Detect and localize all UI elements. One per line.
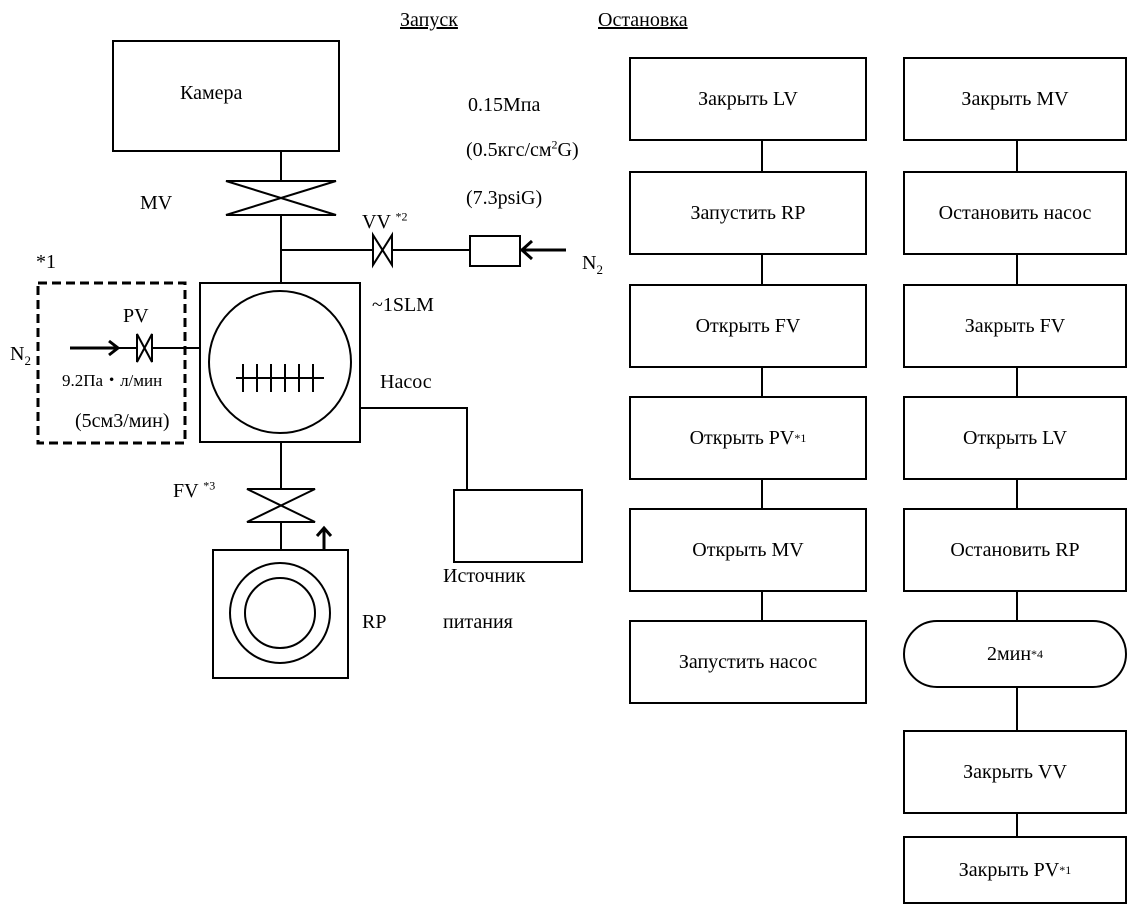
stop-step-8: Закрыть PV *1: [903, 836, 1127, 904]
stop-step-2: Остановить насос: [903, 171, 1127, 255]
pv-label: PV: [123, 305, 149, 327]
rp-outer-circle: [229, 562, 331, 664]
chamber-box: [112, 40, 340, 152]
pressure-mpa: 0.15Мпа: [468, 94, 541, 116]
power-label-line1: Источник: [443, 565, 526, 587]
pump-rotor-circle: [208, 290, 352, 434]
power-label-line2: питания: [443, 611, 513, 633]
start-header: Запуск: [400, 9, 458, 31]
power-supply-box: [453, 489, 583, 563]
n2-label-left: N2: [10, 343, 31, 368]
n2-regulator-box: [469, 235, 521, 267]
start-step-1: Закрыть LV: [629, 57, 867, 141]
start-step-2: Запустить RP: [629, 171, 867, 255]
start-step-6: Запустить насос: [629, 620, 867, 704]
vv-label: VV *2: [362, 209, 408, 233]
fv-label: FV *3: [173, 478, 216, 502]
rp-inner-circle: [244, 577, 316, 649]
stop-step-6-wait: 2мин *4: [903, 620, 1127, 688]
mv-valve-symbol: [225, 180, 337, 216]
stop-step-3: Закрыть FV: [903, 284, 1127, 368]
vv-valve-symbol: [372, 231, 393, 269]
stop-step-4: Открыть LV: [903, 396, 1127, 480]
pump-box: [199, 282, 361, 443]
mv-label: MV: [140, 192, 173, 214]
start-step-5: Открыть MV: [629, 508, 867, 592]
pressure-psi: (7.3psiG): [466, 187, 543, 209]
n2-label-right: N2: [582, 252, 603, 277]
flow-cm3-label: (5см3/мин): [75, 410, 170, 432]
start-step-3: Открыть FV: [629, 284, 867, 368]
pv-valve-symbol: [136, 333, 153, 363]
flow-rate-label: 9.2Па・л/мин: [62, 371, 163, 390]
slm-label: ~1SLM: [372, 294, 434, 316]
rp-label: RP: [362, 611, 387, 633]
pv-option-dashed-box: [36, 281, 187, 445]
rp-box: [212, 549, 349, 679]
stop-step-1: Закрыть MV: [903, 57, 1127, 141]
chamber-label: Камера: [180, 82, 243, 104]
pressure-kgf: (0.5кгс/см2G): [466, 137, 579, 161]
start-step-4: Открыть PV*1: [629, 396, 867, 480]
stop-step-5: Остановить RP: [903, 508, 1127, 592]
fv-valve-symbol: [246, 488, 316, 523]
stop-header: Остановка: [598, 9, 688, 31]
power-cable: [360, 407, 468, 490]
stop-step-7: Закрыть VV: [903, 730, 1127, 814]
note1-label: *1: [36, 251, 56, 273]
pump-label: Насос: [380, 371, 432, 393]
